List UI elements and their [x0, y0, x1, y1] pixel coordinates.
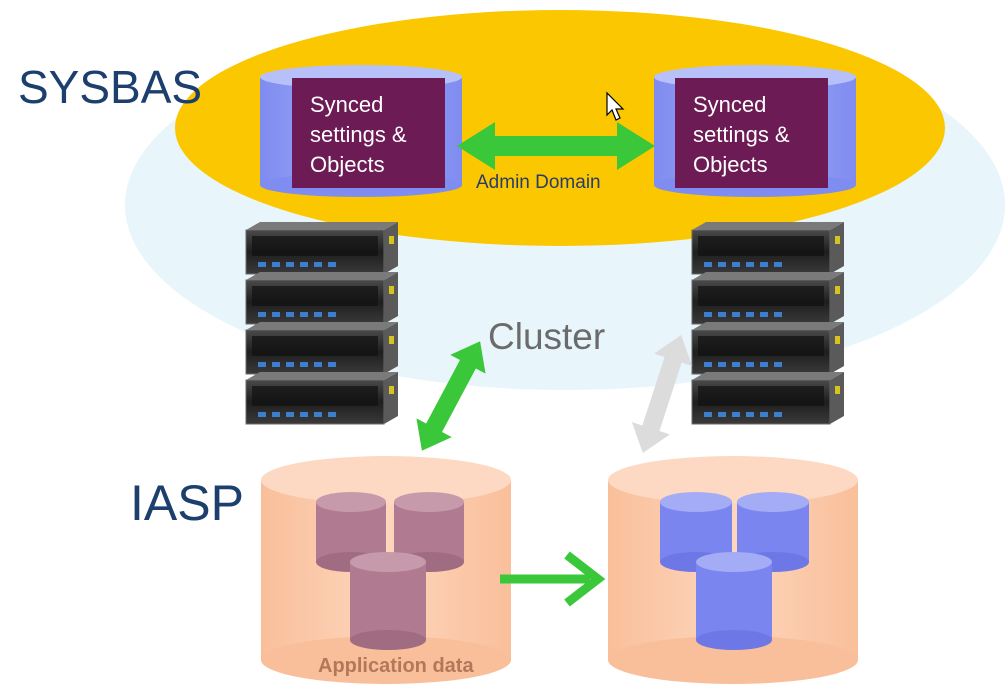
synced-line: Objects — [310, 152, 385, 177]
synced-line: settings & — [310, 122, 407, 147]
replication-arrow — [500, 551, 606, 607]
synced-settings-box-left: Synced settings & Objects — [292, 78, 445, 188]
synced-line: Synced — [310, 92, 384, 117]
mouse-cursor-icon — [606, 91, 625, 121]
admin-domain-label: Admin Domain — [476, 172, 601, 193]
iasp-label: IASP — [130, 475, 244, 531]
inactive-connection-arrow — [631, 335, 693, 453]
server-stack-right — [691, 221, 845, 425]
synced-line: settings & — [693, 122, 790, 147]
sysbas-label: SYSBAS — [18, 61, 203, 113]
inner-database-right — [660, 492, 809, 650]
application-data-label: Application data — [318, 655, 474, 677]
admin-domain-arrow — [457, 122, 655, 170]
inner-database-left — [316, 492, 464, 650]
cluster-label: Cluster — [488, 316, 606, 357]
synced-settings-box-right: Synced settings & Objects — [675, 78, 828, 188]
synced-line: Synced — [693, 92, 767, 117]
synced-line: Objects — [693, 152, 768, 177]
active-connection-arrow — [416, 341, 486, 451]
server-stack-left — [245, 221, 399, 425]
